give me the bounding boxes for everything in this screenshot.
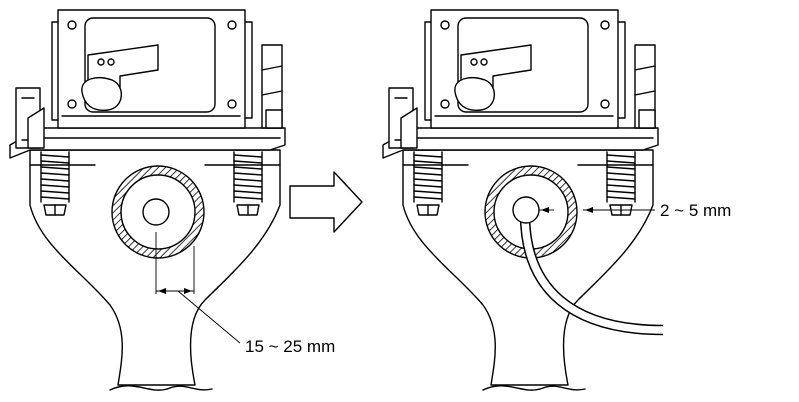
shaft-center-after — [512, 196, 540, 224]
gap-label-before: 15 ~ 25 mm — [245, 337, 335, 356]
cable — [519, 213, 664, 336]
assembly-before — [9, 9, 286, 391]
shaft-center-before — [142, 198, 170, 226]
gap-label-after: 2 ~ 5 mm — [660, 201, 731, 220]
gap-dimension-after — [539, 207, 655, 213]
right-arrow-icon — [289, 171, 363, 233]
assembly-after — [382, 9, 664, 391]
gap-dimension-before — [155, 232, 241, 344]
